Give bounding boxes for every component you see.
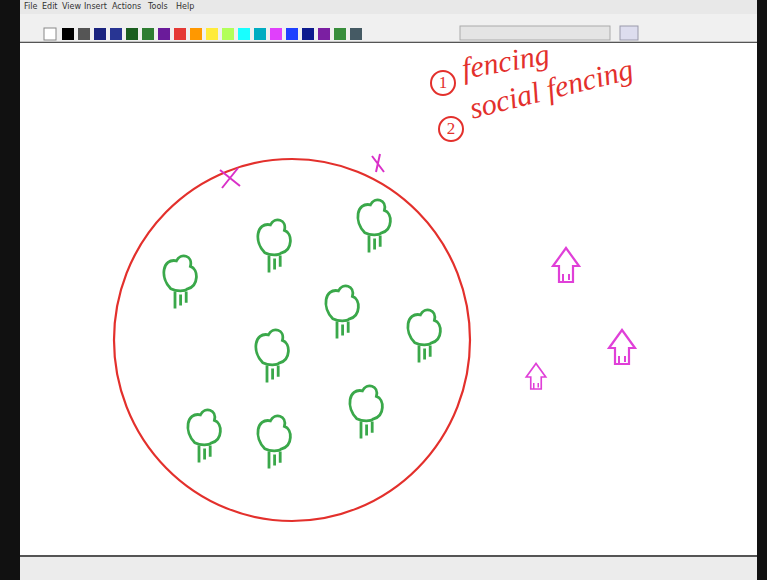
- menu-item: File: [24, 2, 37, 11]
- menu-item: View: [62, 2, 81, 11]
- house-sketch: [526, 248, 635, 389]
- fence-circle: [114, 159, 470, 521]
- menu-item: Tools: [148, 2, 168, 11]
- menu-item: Edit: [42, 2, 58, 11]
- menu-item: Insert: [84, 2, 107, 11]
- menu-item: Help: [176, 2, 194, 11]
- callout-number: 2: [438, 116, 464, 142]
- tree-sketch: [164, 200, 440, 468]
- menu-item: Actions: [112, 2, 141, 11]
- callout-number: 1: [430, 70, 456, 96]
- color-palette: [44, 26, 638, 40]
